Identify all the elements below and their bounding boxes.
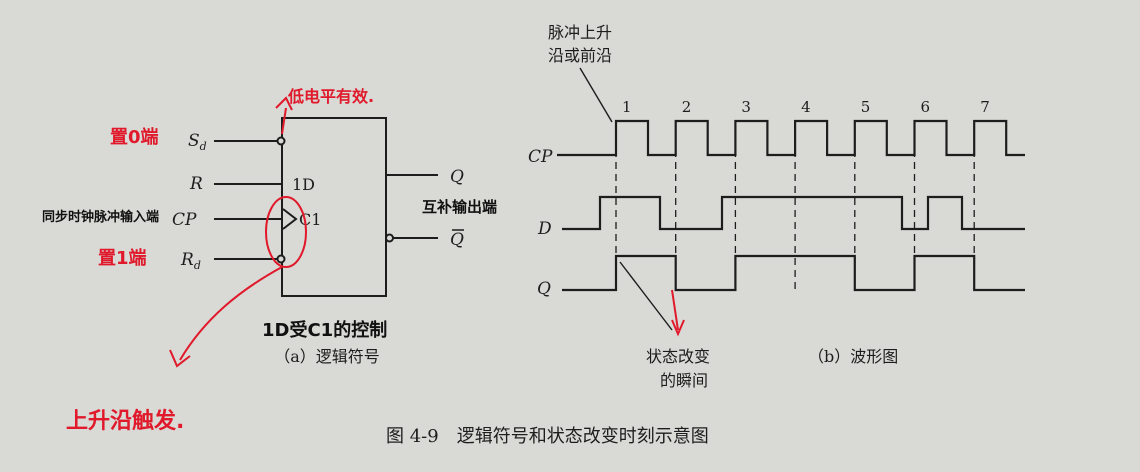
state-change-red-arrowhead [671,319,685,337]
q-signal-label: Q [537,279,551,299]
rising-edge-guides [615,150,975,292]
figure-caption: 图 4-9 逻辑符号和状态改变时刻示意图 [386,426,709,447]
r-label: R [189,174,203,194]
pulse-number-4: 4 [801,98,811,116]
rising-edge-trigger-note: 上升沿触发. [66,408,184,434]
cp-label: CP [172,210,197,230]
rising-edge-text-line1: 脉冲上升 [548,23,612,42]
rising-edge-pointer [179,266,283,361]
pulse-number-3: 3 [741,98,751,116]
d-waveform [562,195,1025,231]
sync-clock-input-note: 同步时钟脉冲输入端 [42,209,159,225]
low-level-active-note: 低电平有效. [287,87,374,106]
state-change-text-line1: 状态改变 [646,347,710,366]
sd-inversion-bubble [276,136,286,146]
sd-label: Sd [188,131,207,153]
qbar-inversion-bubble [385,233,394,243]
state-change-annotation: 状态改变 的瞬间 [619,261,710,390]
state-change-leader-line [619,261,673,331]
rd-inversion-bubble [276,254,286,264]
d-input-label: 1D [292,175,315,194]
state-change-red-pointer [671,289,679,331]
waveform-labels: CP D Q [528,147,553,299]
set-zero-note: 置0端 [110,127,159,148]
q-waveform [562,254,1025,292]
cp-signal-label: CP [528,147,553,167]
clock-edge-triangle [282,208,298,230]
cp-waveform [557,119,1025,157]
clock-input-circle [265,196,307,268]
pulse-number-2: 2 [682,98,692,116]
rising-edge-leader-line [579,67,613,123]
logic-symbol [214,117,464,297]
pulse-number-1: 1 [622,98,632,116]
low-level-pointer [281,107,287,135]
rising-edge-text-line2: 沿或前沿 [548,46,612,65]
logic-symbol-caption: （a）逻辑符号 [274,347,380,366]
rd-label: Rd [180,250,201,272]
rising-edge-annotation: 脉冲上升 沿或前沿 [548,23,613,123]
flip-flop-box [281,117,387,297]
handwritten-annotations: 低电平有效. 置0端 同步时钟脉冲输入端 置1端 互补输出端 1D受C1的控制 … [42,87,497,434]
logic-symbol-labels: Sd R CP Rd Q Q [172,131,464,272]
set-one-note: 置1端 [98,248,147,269]
pulse-number-7: 7 [980,98,990,116]
controlled-by-note: 1D受C1的控制 [262,319,387,341]
q-output-label: Q [450,167,464,187]
state-change-text-line2: 的瞬间 [660,371,708,390]
d-signal-label: D [537,219,552,239]
pulse-number-labels: 1 2 3 4 5 6 7 [622,98,990,116]
waveform-caption: （b）波形图 [808,347,898,366]
qbar-output-label: Q [450,230,464,250]
rising-edge-arrowhead [169,349,191,368]
pulse-number-5: 5 [861,98,871,116]
pulse-number-6: 6 [921,98,931,116]
low-level-arrowhead [275,96,293,111]
complementary-output-note: 互补输出端 [422,198,497,216]
